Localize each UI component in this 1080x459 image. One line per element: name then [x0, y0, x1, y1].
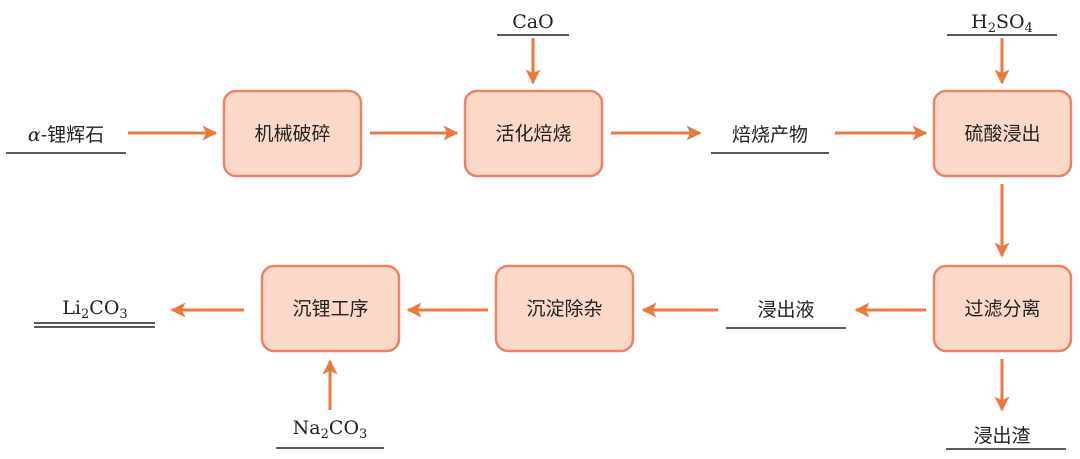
- mechanical-crushing-label: 机械破碎: [254, 123, 330, 145]
- li2co3-label: Li2CO3: [62, 297, 127, 322]
- spodumene-prefix: α: [28, 124, 41, 146]
- roast-product-label: 焙烧产物: [732, 124, 808, 146]
- lithium-precipitation-label: 沉锂工序: [292, 298, 368, 320]
- box-precipitation-impurity-removal: 沉淀除杂: [494, 264, 635, 353]
- output-leach-residue: 浸出渣: [946, 425, 1066, 450]
- leach-liquor-label: 浸出液: [757, 299, 814, 321]
- input-spodumene: α-锂辉石: [6, 124, 126, 154]
- box-activation-roasting: 活化焙烧: [463, 89, 604, 178]
- box-mechanical-crushing: 机械破碎: [222, 89, 363, 178]
- svg-text:α-锂辉石: α-锂辉石: [28, 124, 104, 146]
- na2co3-label: Na2CO3: [293, 417, 368, 442]
- leach-residue-label: 浸出渣: [973, 425, 1030, 447]
- output-li2co3: Li2CO3: [34, 297, 155, 328]
- cao-label: CaO: [512, 11, 553, 33]
- box-filtration-separation: 过滤分离: [932, 264, 1073, 353]
- h2so4-label: H2SO4: [971, 11, 1033, 36]
- filtration-separation-label: 过滤分离: [964, 298, 1040, 320]
- box-sulfuric-leaching: 硫酸浸出: [932, 89, 1073, 178]
- box-lithium-precipitation: 沉锂工序: [260, 264, 401, 353]
- activation-roasting-label: 活化焙烧: [495, 123, 571, 145]
- input-cao: CaO: [497, 11, 569, 36]
- input-h2so4: H2SO4: [947, 11, 1057, 36]
- spodumene-label: -锂辉石: [41, 124, 104, 146]
- intermediate-roast-product: 焙烧产物: [711, 124, 829, 154]
- sulfuric-leaching-label: 硫酸浸出: [964, 123, 1040, 145]
- precipitation-impurity-removal-label: 沉淀除杂: [526, 298, 602, 320]
- intermediate-leach-liquor: 浸出液: [726, 299, 846, 329]
- input-na2co3: Na2CO3: [276, 417, 384, 449]
